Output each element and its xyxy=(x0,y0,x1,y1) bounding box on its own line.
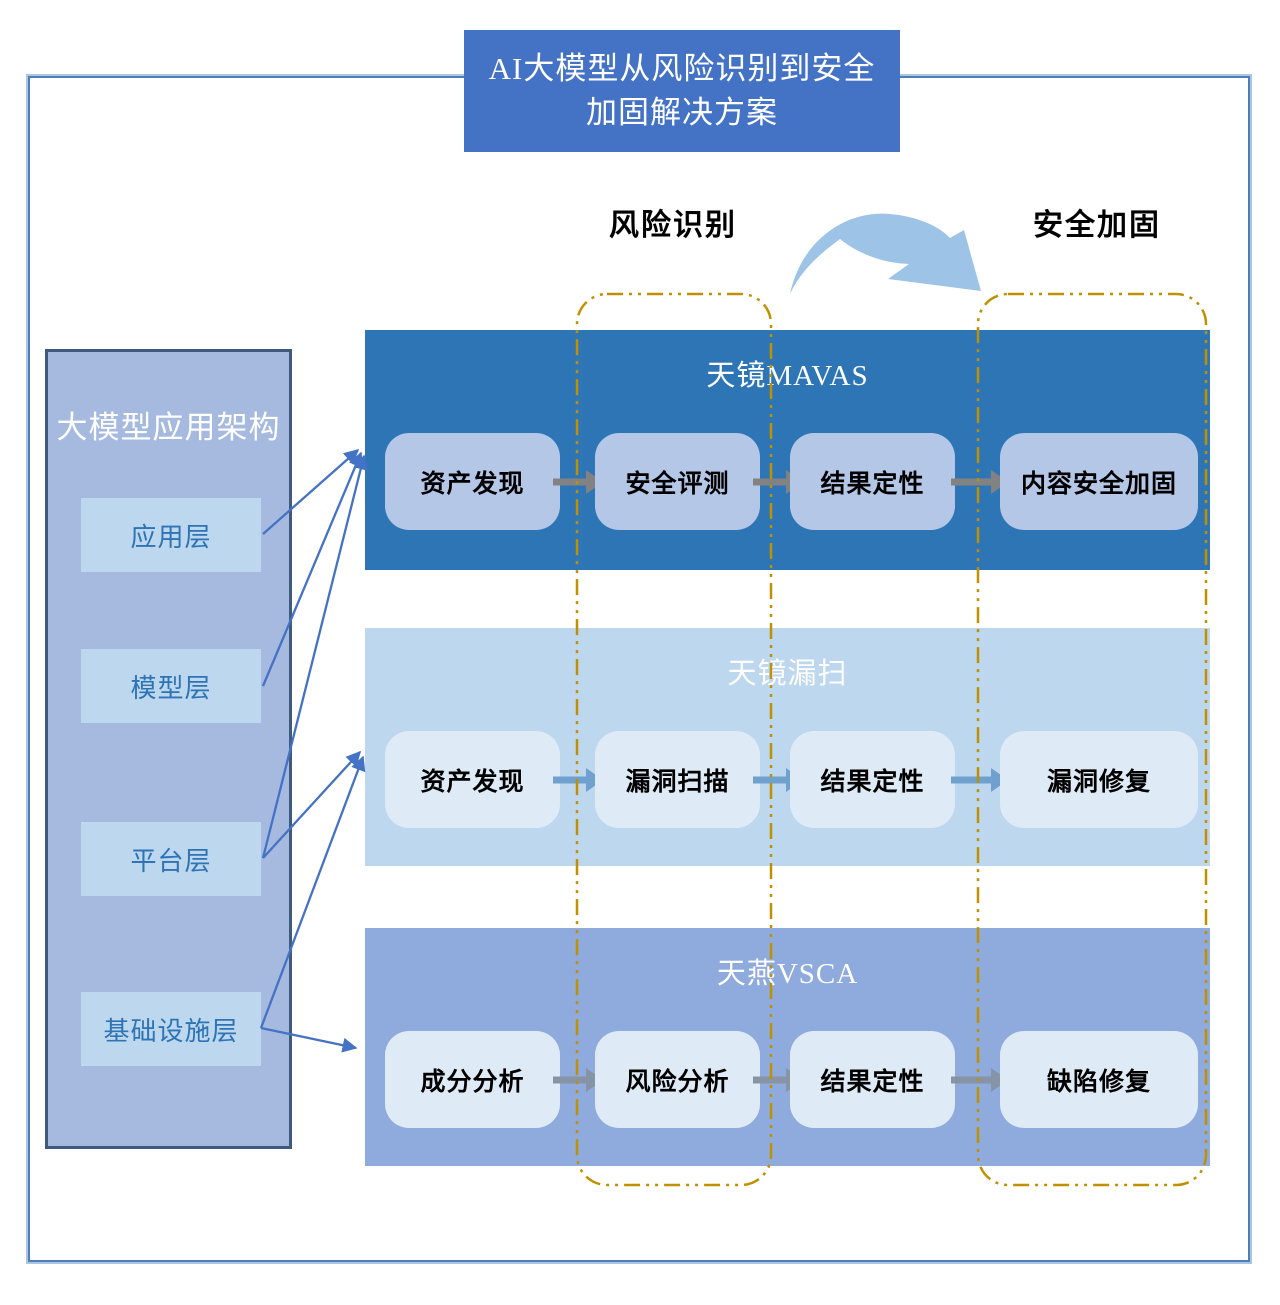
step-component-analysis: 成分分析 xyxy=(385,1031,560,1128)
layer-application: 应用层 xyxy=(81,498,261,572)
step-result-qualification: 结果定性 xyxy=(790,1031,955,1128)
band-mavas-title: 天镜MAVAS xyxy=(706,360,869,392)
band-vsca: 天燕VSCA 成分分析 风险分析 结果定性 缺陷修复 xyxy=(365,928,1210,1166)
step-security-evaluation: 安全评测 xyxy=(595,433,760,530)
layer-infrastructure: 基础设施层 xyxy=(81,992,261,1066)
band-mavas: 天镜MAVAS 资产发现 安全评测 结果定性 内容安全加固 xyxy=(365,330,1210,570)
risk-identification-header: 风险识别 xyxy=(609,209,737,242)
security-hardening-header: 安全加固 xyxy=(1033,209,1161,242)
step-result-qualification: 结果定性 xyxy=(790,433,955,530)
sidebar-title: 大模型应用架构 xyxy=(56,410,281,445)
band-vuln-scan-title: 天镜漏扫 xyxy=(727,658,848,690)
layer-model: 模型层 xyxy=(81,649,261,723)
step-result-qualification: 结果定性 xyxy=(790,731,955,828)
step-risk-analysis: 风险分析 xyxy=(595,1031,760,1128)
diagram-title: AI大模型从风险识别到安全 加固解决方案 xyxy=(464,30,900,152)
band-vuln-scan: 天镜漏扫 资产发现 漏洞扫描 结果定性 漏洞修复 xyxy=(365,628,1210,866)
layer-platform: 平台层 xyxy=(81,822,261,896)
step-asset-discovery: 资产发现 xyxy=(385,731,560,828)
diagram-title-line2: 加固解决方案 xyxy=(586,95,778,130)
band-vsca-title: 天燕VSCA xyxy=(716,958,859,990)
step-defect-repair: 缺陷修复 xyxy=(1000,1031,1198,1128)
step-asset-discovery: 资产发现 xyxy=(385,433,560,530)
architecture-sidebar: 大模型应用架构 应用层 模型层 平台层 基础设施层 xyxy=(45,349,292,1149)
step-vulnerability-scanning: 漏洞扫描 xyxy=(595,731,760,828)
step-vulnerability-repair: 漏洞修复 xyxy=(1000,731,1198,828)
diagram-title-line1: AI大模型从风险识别到安全 xyxy=(488,50,876,86)
step-content-security-hardening: 内容安全加固 xyxy=(1000,433,1198,530)
